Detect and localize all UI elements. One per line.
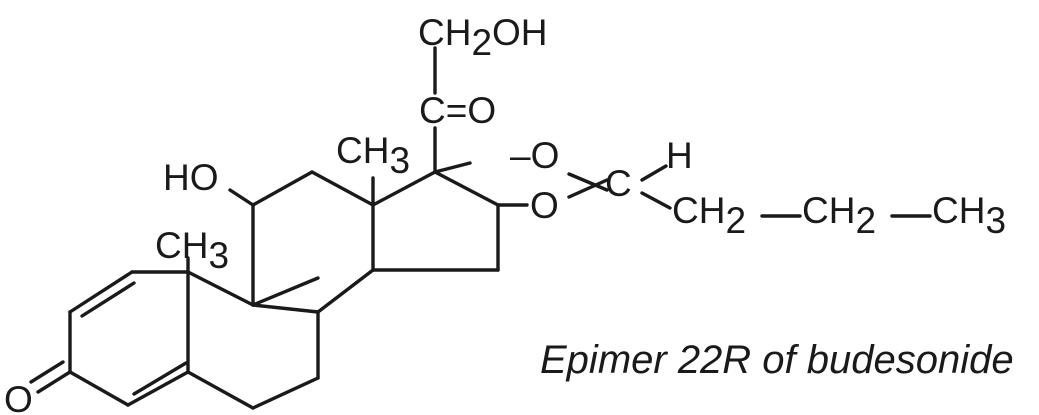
ch2oh-label: CH2OH bbox=[418, 12, 548, 63]
skeleton-bonds bbox=[29, 46, 932, 410]
ketone-label: C=O bbox=[419, 90, 496, 131]
chain-ch2-b-label: CH2 bbox=[802, 190, 876, 241]
acetal-c-label: C bbox=[605, 163, 632, 204]
acetal-o-lower-label: O bbox=[530, 185, 559, 226]
methyl-c10-label: CH3 bbox=[155, 225, 229, 276]
oxo-c3-label: O bbox=[4, 379, 33, 415]
figure-caption: Epimer 22R of budesonide bbox=[540, 338, 1014, 382]
methyl-c13-label: CH3 bbox=[336, 130, 410, 181]
acetal-o-upper-label: –O bbox=[510, 135, 559, 176]
acetal-h-label: H bbox=[666, 135, 693, 176]
chain-ch3-label: CH3 bbox=[932, 190, 1006, 241]
chain-ch2-a-label: CH2 bbox=[672, 190, 746, 241]
hydroxyl-c11-label: HO bbox=[163, 157, 219, 198]
